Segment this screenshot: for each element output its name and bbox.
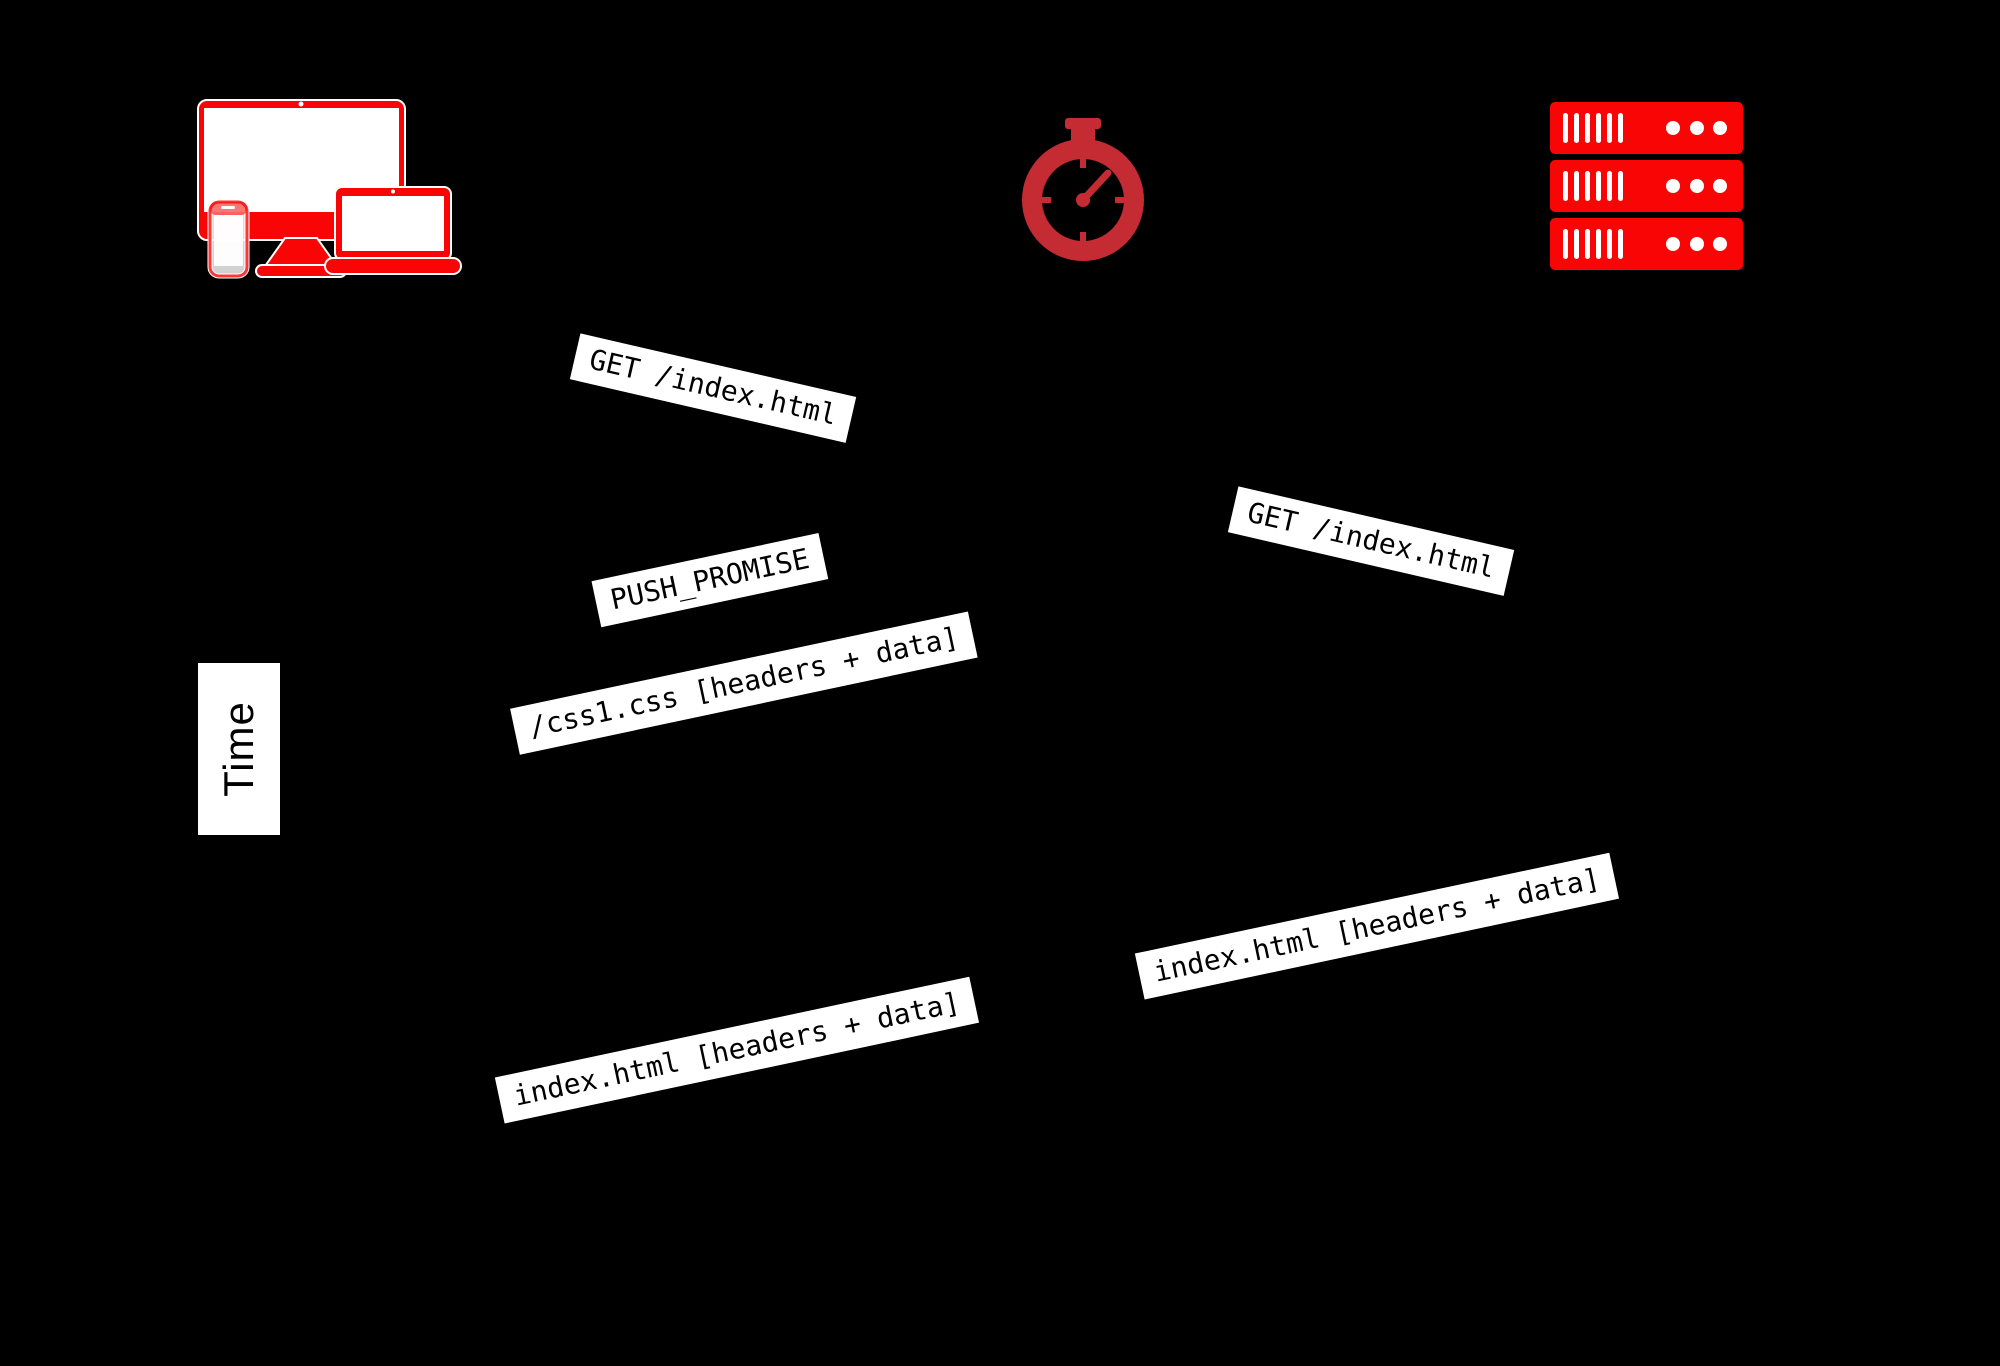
phone-shape [207,199,250,279]
stopwatch-icon [1022,118,1144,261]
message-label-origin-get-request: GET /index.html [1227,486,1515,596]
message-label-client-get-request: GET /index.html [569,333,857,443]
message-label-origin-response: index.html [headers + data] [1134,852,1620,1000]
devices-icon [197,99,462,279]
server-unit [1550,160,1743,212]
server-unit [1550,102,1743,154]
time-axis-label: Time [198,663,280,835]
message-label-push-promise: PUSH_PROMISE [591,532,829,628]
message-label-client-response: index.html [headers + data] [494,976,980,1124]
laptop-shape [324,186,462,275]
message-label-pushed-css: /css1.css [headers + data] [510,611,978,755]
server-stack-icon [1550,102,1743,270]
server-unit [1550,218,1743,270]
time-axis-text: Time [215,701,262,797]
